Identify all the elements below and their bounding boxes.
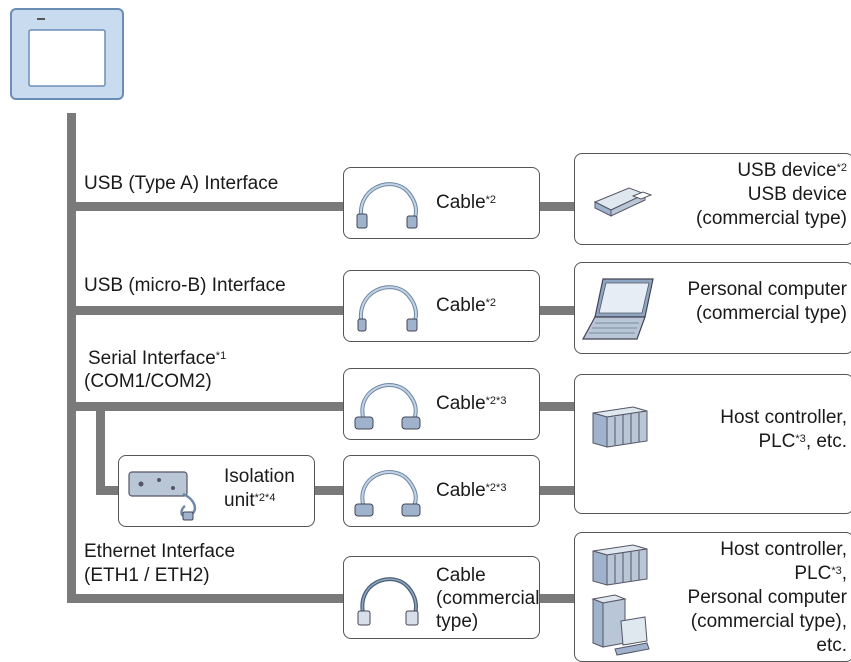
usb-device-label-line2: USB device	[747, 184, 847, 205]
cable-icon	[354, 383, 421, 430]
cable-label: Cable*2*3	[436, 480, 507, 501]
isolation-branch-horizontal	[96, 486, 120, 495]
isolation-unit-icon	[128, 471, 196, 521]
desktop-pc-icon	[591, 594, 650, 656]
ethernet-device-label-line5: etc.	[816, 635, 847, 656]
plc-icon	[592, 544, 648, 586]
cable-label-line2: (commercial	[436, 588, 540, 609]
personal-computer-box: Personal computer (commercial type)	[574, 262, 851, 354]
cable-label: Cable*2	[436, 192, 497, 213]
isolation-branch-vertical	[96, 402, 105, 495]
main-trunk-line	[67, 113, 76, 603]
usb-device-label-line1: USB device*2	[737, 160, 847, 181]
isolation-device-line	[540, 486, 574, 495]
cable-icon	[354, 470, 421, 517]
cable-box-usb-micro: Cable*2	[343, 270, 540, 342]
host-controller-box: Host controller, PLC*3, etc.	[574, 374, 851, 514]
plc-icon	[592, 406, 648, 448]
personal-computer-label-line2: (commercial type)	[696, 303, 847, 324]
usb-micro-device-line	[540, 306, 574, 315]
cable-icon	[357, 577, 419, 626]
ethernet-device-label-line4: (commercial type),	[690, 611, 847, 632]
ethernet-device-line	[540, 594, 574, 603]
ethernet-ports-label: (ETH1 / ETH2)	[84, 565, 210, 586]
touch-panel-icon	[10, 8, 124, 100]
laptop-icon	[581, 278, 654, 340]
cable-box-isolation: Cable*2*3	[343, 455, 540, 527]
isolation-unit-box: Isolation unit*2*4	[118, 455, 315, 527]
usb-micro-interface-label: USB (micro-B) Interface	[84, 275, 286, 296]
cable-label: Cable*2*3	[436, 393, 507, 414]
usb-a-device-line	[540, 202, 574, 211]
personal-computer-label-line1: Personal computer	[687, 279, 847, 300]
host-controller-label-line1: Host controller,	[720, 407, 847, 428]
cable-label-line1: Cable	[436, 565, 486, 586]
usb-a-interface-label: USB (Type A) Interface	[84, 173, 279, 194]
cable-box-serial: Cable*2*3	[343, 368, 540, 440]
usb-a-line	[67, 202, 343, 211]
cable-label: Cable*2	[436, 295, 497, 316]
ethernet-interface-label: Ethernet Interface	[84, 541, 236, 562]
cable-icon	[357, 285, 418, 332]
ethernet-device-label-line3: Personal computer	[687, 587, 847, 608]
ethernet-line	[67, 594, 343, 603]
serial-ports-label: (COM1/COM2)	[84, 371, 212, 392]
host-controller-label-line2: PLC*3, etc.	[758, 431, 847, 452]
usb-device-label-line3: (commercial type)	[696, 208, 847, 229]
serial-device-line	[540, 402, 574, 411]
serial-interface-label: Serial Interface*1	[88, 348, 227, 369]
ethernet-device-label-line1: Host controller,	[720, 539, 847, 560]
usb-stick-icon	[593, 187, 653, 217]
usb-device-box: USB device*2 USB device (commercial type…	[574, 153, 851, 245]
ethernet-device-box: Host controller, PLC*3, Personal compute…	[574, 532, 851, 662]
cable-box-ethernet: Cable (commercial type)	[343, 556, 540, 639]
serial-line	[67, 402, 343, 411]
ethernet-device-label-line2: PLC*3,	[794, 563, 847, 584]
isolation-label-line2: unit*2*4	[224, 490, 276, 511]
cable-box-usb-a: Cable*2	[343, 167, 540, 239]
cable-icon	[356, 182, 418, 229]
cable-label-line3: type)	[436, 611, 479, 632]
isolation-cable-line	[315, 486, 343, 495]
usb-micro-line	[67, 306, 343, 315]
isolation-label-line1: Isolation	[224, 466, 295, 487]
